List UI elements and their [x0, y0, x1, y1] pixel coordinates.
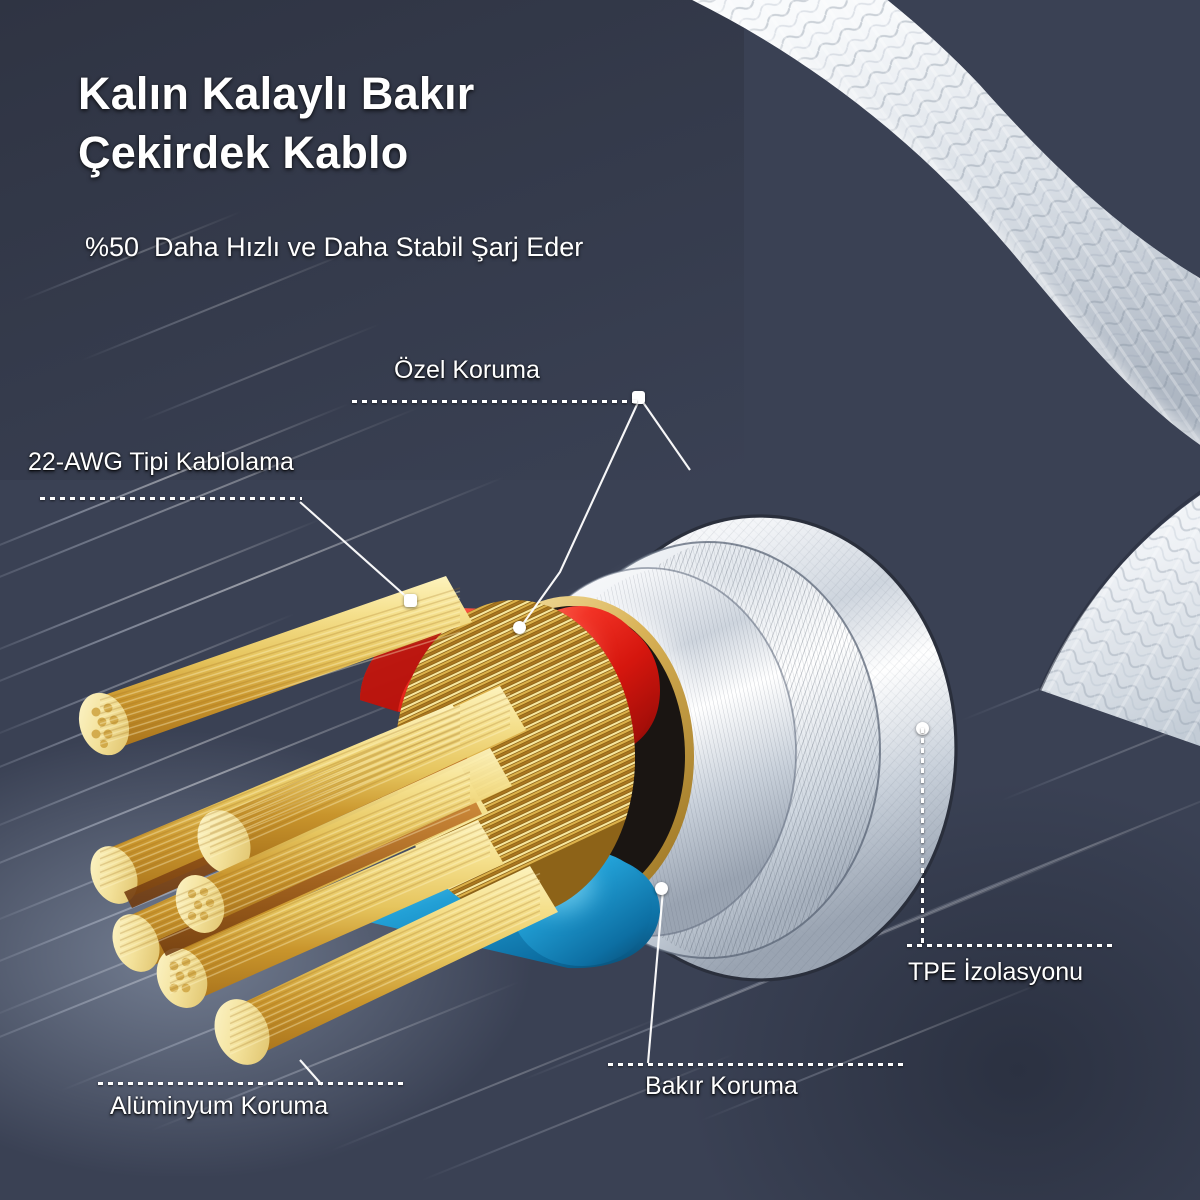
conductor-rod	[214, 866, 558, 1065]
page-title: Kalın Kalaylı Bakır Çekirdek Kablo	[78, 68, 475, 179]
callout-bakir-koruma: Bakır Koruma	[645, 1072, 798, 1100]
cable-cross-section	[60, 400, 1060, 1100]
dotline-tpe-horizontal	[907, 944, 1115, 947]
dotline-tpe-vertical	[921, 728, 924, 946]
conductor-rod	[197, 686, 526, 874]
callout-aluminyum-koruma: Alüminyum Koruma	[110, 1092, 329, 1120]
dotline-ozel-koruma	[352, 400, 640, 403]
node-bakir-koruma	[655, 882, 668, 895]
dotline-aluminyum-koruma	[98, 1082, 406, 1085]
callout-tpe-izolasyonu: TPE İzolasyonu	[908, 958, 1084, 986]
conductor-rod	[78, 576, 472, 756]
copper-conductor-bundle	[78, 576, 558, 1065]
dotline-bakir-koruma	[608, 1063, 908, 1066]
node-ozel-koruma-b	[513, 621, 526, 634]
node-22awg	[404, 594, 417, 607]
conductor-rod	[156, 820, 504, 1008]
callout-ozel-koruma: Özel Koruma	[394, 356, 540, 384]
dotline-22awg	[40, 497, 302, 500]
callout-22-awg: 22-AWG Tipi Kablolama	[28, 448, 294, 476]
page-subtitle: %50 Daha Hızlı ve Daha Stabil Şarj Eder	[85, 232, 584, 262]
cross-section-svg	[78, 514, 958, 1065]
conductor-rod	[175, 748, 512, 933]
